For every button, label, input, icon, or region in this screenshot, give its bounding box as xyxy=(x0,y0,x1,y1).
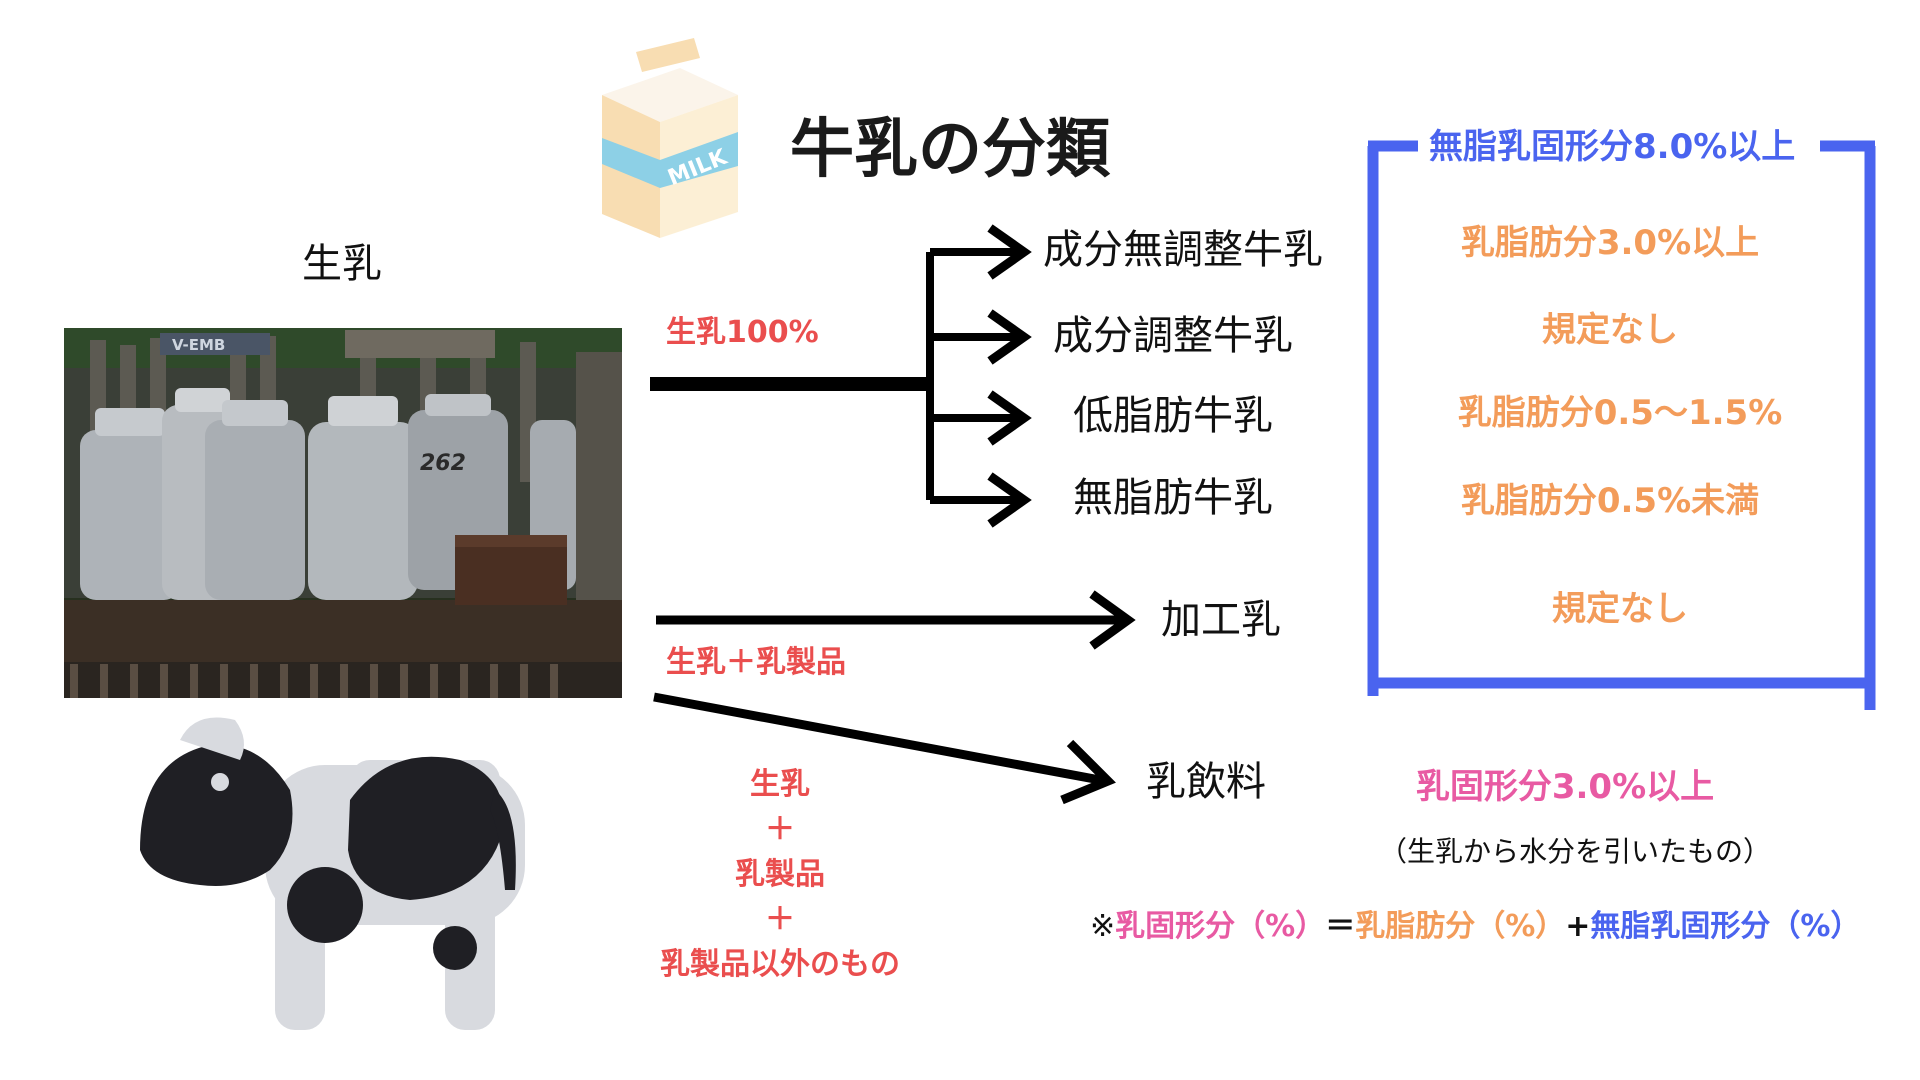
product-drink: 乳飲料 xyxy=(1146,759,1266,805)
flow-combo-plus-1: ＋ xyxy=(765,812,795,847)
formula-line: ※乳固形分（%）＝乳脂肪分（%）+無脂乳固形分（%） xyxy=(1090,912,1860,942)
arrowhead-drink xyxy=(1060,739,1116,805)
arrowhead-processed xyxy=(1089,590,1136,650)
product-unadjusted: 成分無調整牛乳 xyxy=(1043,227,1323,273)
spec-nonfat: 乳脂肪分0.5%未満 xyxy=(1460,481,1760,521)
photo-sign-text: V-EMB xyxy=(172,336,225,354)
product-processed: 加工乳 xyxy=(1161,597,1281,643)
milk-cans-photo: V-EMB xyxy=(64,328,622,698)
formula-plus: + xyxy=(1565,909,1591,944)
nonfat-solids-bracket xyxy=(1367,140,1876,710)
formula-prefix: ※ xyxy=(1090,909,1116,944)
arrowhead-lowfat xyxy=(987,390,1032,446)
product-adjusted: 成分調整牛乳 xyxy=(1053,313,1293,359)
formula-nonfat-solids: 無脂乳固形分（%） xyxy=(1590,909,1861,944)
formula-equals: ＝ xyxy=(1325,909,1356,944)
arrow-to-drink xyxy=(653,692,1101,785)
product-nonfat: 無脂肪牛乳 xyxy=(1073,475,1273,521)
spec-processed: 規定なし xyxy=(1552,589,1688,629)
milk-solids-note: （生乳から水分を引いたもの） xyxy=(1378,835,1772,868)
flow-label-raw100: 生乳100% xyxy=(666,315,819,350)
flow-combo-dairy: 乳製品 xyxy=(735,857,825,892)
page-title: 牛乳の分類 xyxy=(790,113,1110,187)
arrowhead-unadjusted xyxy=(987,224,1032,280)
photo-can-number: 262 xyxy=(420,451,466,476)
spec-adjusted: 規定なし xyxy=(1542,310,1678,350)
flow-label-raw-plus-dairy: 生乳＋乳製品 xyxy=(666,645,846,680)
formula-milk-solids: 乳固形分（%） xyxy=(1115,909,1326,944)
product-lowfat: 低脂肪牛乳 xyxy=(1073,393,1273,439)
milk-carton-icon: MILK xyxy=(602,38,738,238)
cow-icon xyxy=(140,717,525,1030)
flow-combo-plus-2: ＋ xyxy=(765,902,795,937)
arrowhead-adjusted xyxy=(987,309,1032,365)
flow-combo-raw: 生乳 xyxy=(750,767,810,802)
spec-lowfat: 乳脂肪分0.5～1.5% xyxy=(1457,393,1783,433)
formula-milk-fat: 乳脂肪分（%） xyxy=(1355,909,1566,944)
flow-combo-non-dairy: 乳製品以外のもの xyxy=(660,947,900,982)
arrowhead-nonfat xyxy=(987,472,1032,528)
spec-unadjusted: 乳脂肪分3.0%以上 xyxy=(1460,223,1760,263)
spec-drink: 乳固形分3.0%以上 xyxy=(1415,767,1715,807)
raw-milk-label: 生乳 xyxy=(302,241,382,287)
flow-arrows xyxy=(650,224,1136,805)
box-header: 無脂乳固形分8.0%以上 xyxy=(1425,130,1800,164)
